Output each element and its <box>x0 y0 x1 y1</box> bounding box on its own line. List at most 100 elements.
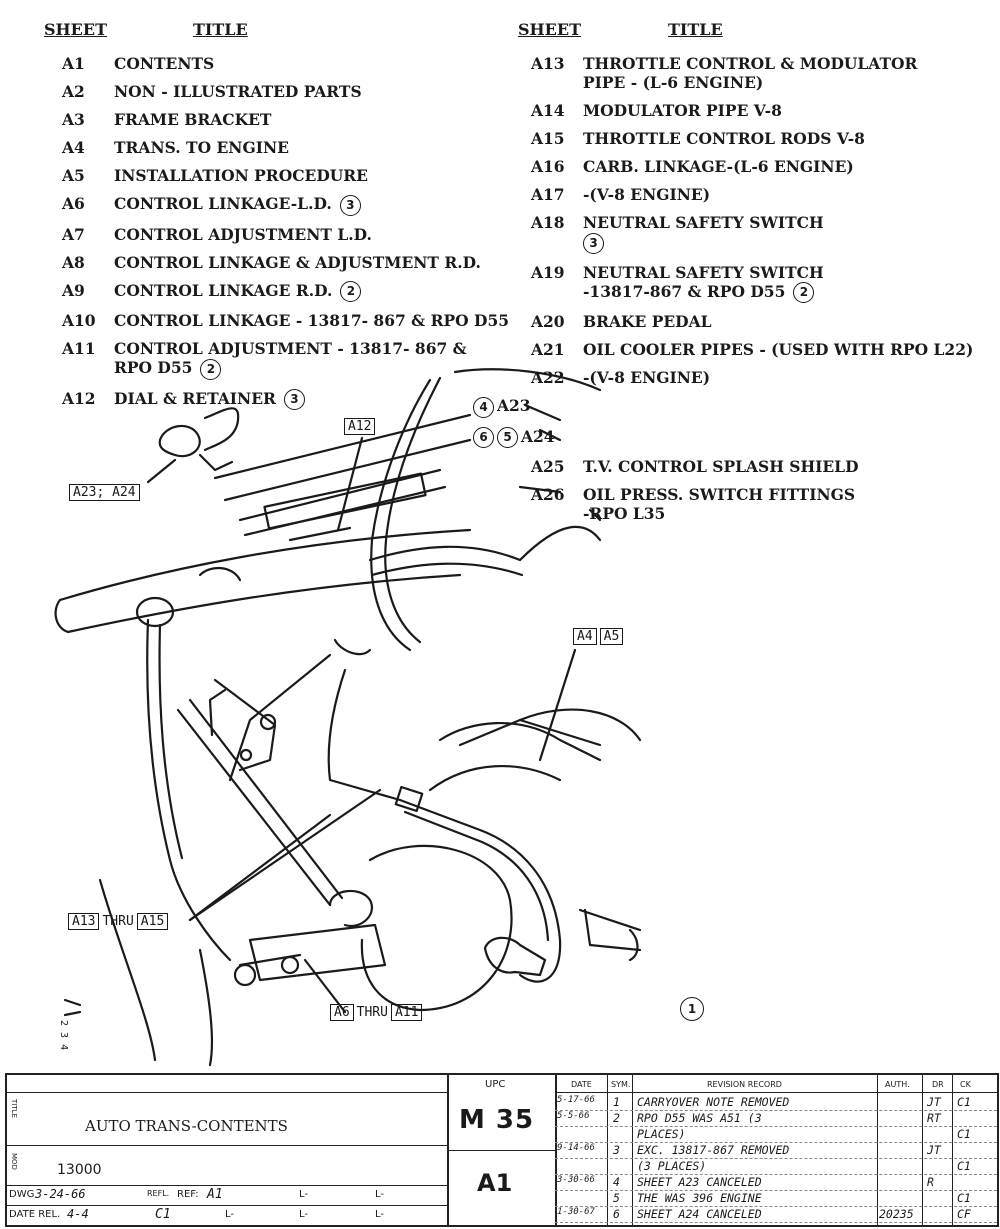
sheet-title: THROTTLE CONTROL RODS V-8 <box>583 129 991 148</box>
sheet-title-text: CONTROL LINKAGE R.D. <box>114 280 333 300</box>
date-rel: 4-4 <box>67 1207 89 1221</box>
sheet-title-text-line2: -13817-867 & RPO D55 <box>583 281 786 301</box>
revision-circle-1: 1 <box>680 997 704 1021</box>
revision-date: 3-30-66 <box>557 1175 595 1185</box>
revision-symbol: 5 <box>613 1191 620 1205</box>
drawing-title: AUTO TRANS-CONTENTS <box>85 1117 288 1135</box>
left-index-row: A10 CONTROL LINKAGE - 13817- 867 & RPO D5… <box>62 311 512 330</box>
revision-circle: 2 <box>340 281 362 302</box>
revision-ck: CF <box>957 1207 971 1221</box>
sheet-title: NEUTRAL SAFETY SWITCH-13817-867 & RPO D5… <box>583 263 991 303</box>
sheet-number: A21 <box>531 340 565 359</box>
revision-circle: 3 <box>583 232 604 254</box>
sheet-title-text: MODULATOR PIPE V-8 <box>583 101 782 120</box>
sheet-title: OIL COOLER PIPES - (USED WITH RPO L22) <box>583 340 991 359</box>
revision-circle: 3 <box>283 389 305 410</box>
sheet-title: CONTROL LINKAGE-L.D.3 <box>114 194 512 216</box>
sheet-number: A15 <box>531 129 565 148</box>
transmission-lever <box>328 889 373 928</box>
sheet-title: -(V-8 ENGINE) <box>583 185 991 204</box>
rel-value: C1 <box>155 1207 171 1222</box>
sheet-number: A25 <box>531 457 565 476</box>
callout-a13: A13 <box>68 913 100 930</box>
sheet-title: NON - ILLUSTRATED PARTS <box>114 82 512 101</box>
right-index-row: A25 T.V. CONTROL SPLASH SHIELD <box>531 457 991 476</box>
sheet-title: CONTROL LINKAGE R.D. 2 <box>114 280 512 302</box>
throttle-bellcrank <box>333 638 372 656</box>
callout-thru-1: THRU <box>102 914 134 929</box>
sheet-number: A6 <box>62 194 85 213</box>
sheet-title-text: -(V-8 ENGINE) <box>583 185 711 204</box>
revision-date: 9-14-66 <box>557 1143 595 1153</box>
sheet-number: A12 <box>62 388 96 408</box>
l-field-3: L- <box>225 1209 235 1220</box>
sheet-title-text: CARB. LINKAGE-(L-6 ENGINE) <box>583 157 854 176</box>
sheet-title: OIL PRESS. SWITCH FITTINGS-RPO L35 <box>583 485 991 523</box>
sheet-title-text-line2: RPO D55 <box>114 358 193 377</box>
sheet-number: A5 <box>62 166 85 185</box>
ref-label: REF: <box>177 1189 199 1200</box>
sheet-title: CONTENTS <box>114 54 512 73</box>
revision-text: (3 PLACES) <box>637 1159 707 1173</box>
sheet-number: A8 <box>62 252 85 272</box>
date-rel-label: DATE REL. <box>9 1209 61 1220</box>
sheet-title-text: BRAKE PEDAL <box>583 312 712 331</box>
steering-column <box>58 528 472 602</box>
transmission-case <box>360 844 513 1012</box>
sheet-title: FRAME BRACKET <box>114 110 512 129</box>
sheet-title: -(V-8 ENGINE) <box>583 368 991 387</box>
sheet-title-text: CONTROL LINKAGE - 13817- 867 & RPO D55 <box>114 311 510 330</box>
l-field-2: L- <box>375 1189 385 1200</box>
sheet-number: A10 <box>62 311 96 330</box>
sheet-number: A1 <box>62 54 85 73</box>
revision-ck: C1 <box>957 1191 971 1205</box>
rev-header-ck: CK <box>960 1080 971 1089</box>
revision-dr: RT <box>927 1111 941 1125</box>
revision-text: SHEET A23 CANCELED <box>637 1175 762 1189</box>
rev-header-date: DATE <box>571 1080 592 1089</box>
sheet-number: A7 <box>62 224 85 244</box>
mod-label: MOD <box>10 1153 18 1170</box>
revision-circle: 5 <box>497 427 518 448</box>
revision-ck: C1 <box>957 1095 971 1109</box>
sheet-title-text: CONTENTS <box>114 54 215 73</box>
sheet-title: T.V. CONTROL SPLASH SHIELD <box>583 457 991 476</box>
callout-thru-2: THRU <box>356 1005 388 1020</box>
left-index-row: A7 CONTROL ADJUSTMENT L.D. <box>62 225 512 244</box>
l-field-5: L- <box>375 1209 385 1220</box>
side-revision-marks: 2 3 4 <box>58 1020 69 1051</box>
dwg-date: 3-24-66 <box>35 1187 86 1201</box>
steering-wheel-rim <box>370 378 432 652</box>
rev-header-dr: DR <box>932 1080 944 1089</box>
rev-header-record: REVISION RECORD <box>707 1080 782 1089</box>
right-index-row: A15 THROTTLE CONTROL RODS V-8 <box>531 129 991 148</box>
sheet-title: CONTROL ADJUSTMENT L.D. <box>114 225 512 244</box>
sheet-title-text-line2: PIPE - (L-6 ENGINE) <box>583 73 764 92</box>
sheet-number: A17 <box>531 185 565 204</box>
revision-text: SHEET A24 CANCELED <box>637 1207 762 1221</box>
title-label: TITLE <box>10 1099 18 1118</box>
sheet-title: CONTROL ADJUSTMENT - 13817- 867 &RPO D55… <box>114 339 512 380</box>
